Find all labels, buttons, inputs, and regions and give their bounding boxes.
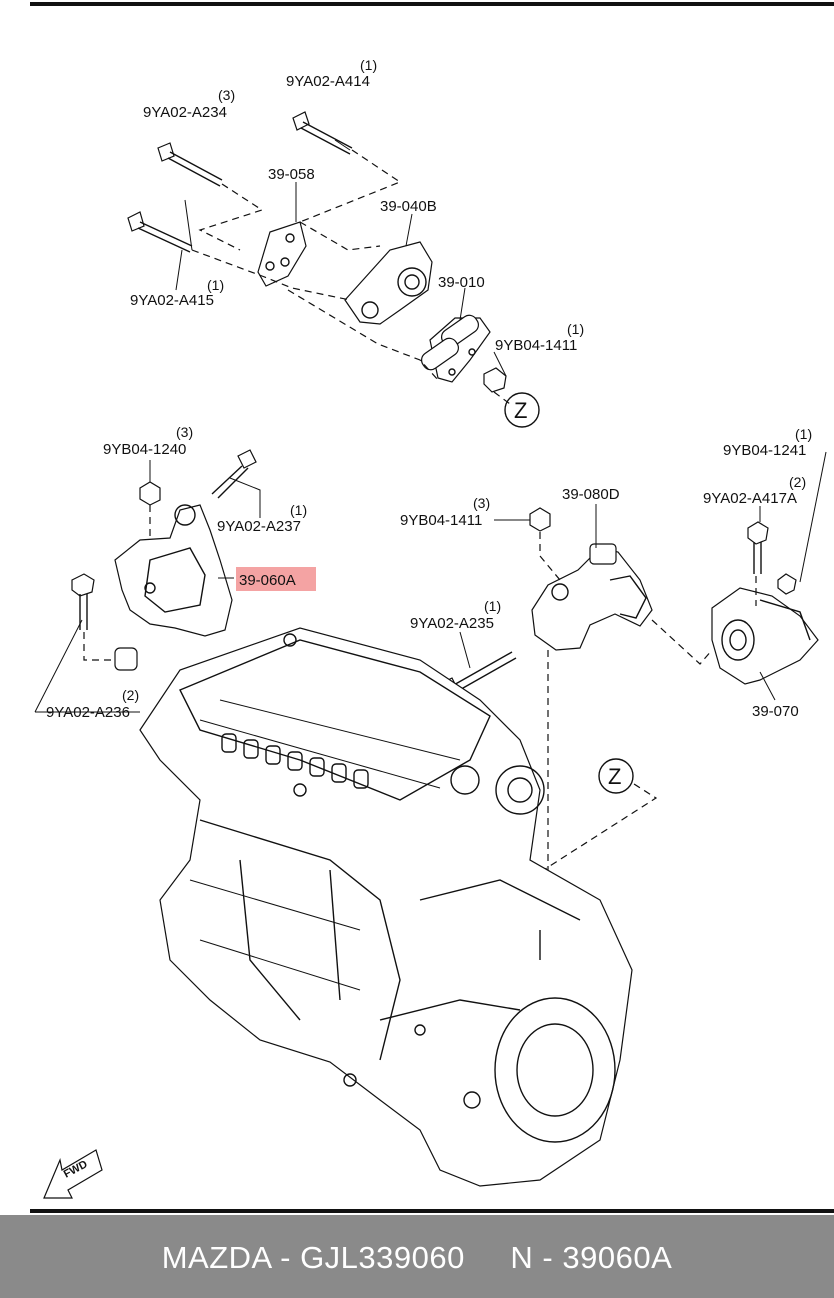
ref-marker-z-mid-label: Z [608,764,621,789]
ref-marker-z-top [504,392,540,428]
ref-marker-z-top-label: Z [514,398,527,423]
nut-9yb04-1411-top [483,367,507,393]
label-9yb04-1411-top-qty: (1) [567,321,584,337]
bolt-9ya02-a414 [292,111,353,155]
top-mount-assembly: Z [127,111,540,428]
label-39-080d: 39-080D [562,486,620,503]
label-9ya02-a415: 9YA02-A415 [130,292,214,309]
label-39-060a: 39-060A [239,572,296,589]
label-9ya02-a235: 9YA02-A235 [410,615,494,632]
bolt-9ya02-a234 [157,142,223,187]
label-9ya02-a417a-qty: (2) [789,474,806,490]
label-39-040b: 39-040B [380,198,437,215]
label-9yb04-1241-qty: (1) [795,426,812,442]
mount-39-040b [344,241,433,325]
part-labels: (1) 9YA02-A414 (3) 9YA02-A234 39-058 39-… [46,57,812,721]
label-9yb04-1411-mid-qty: (3) [473,495,490,511]
label-9ya02-a234-qty: (3) [218,87,235,103]
bracket-39-058 [257,221,307,287]
engine-mount-diagram: Z [34,57,827,1199]
intake-ports [221,733,369,789]
mount-39-060a [114,504,233,671]
mount-39-070 [711,587,819,685]
label-9yb04-1240: 9YB04-1240 [103,441,186,458]
label-9yb04-1241: 9YB04-1241 [723,442,806,459]
bolt-9ya02-a417a [747,521,769,574]
label-9ya02-a417a: 9YA02-A417A [703,490,797,507]
label-9ya02-a414-qty: (1) [360,57,377,73]
nut-9yb04-1240 [139,481,161,506]
footer-bar [0,1215,834,1298]
label-39-058: 39-058 [268,166,315,183]
bracket-39-010 [420,314,491,383]
right-mount-assembly: Z [439,507,819,913]
label-9ya02-a234: 9YA02-A234 [143,104,227,121]
highlight-39-060a [236,567,316,591]
label-9yb04-1411-mid: 9YB04-1411 [400,512,482,529]
ref-marker-z-mid [598,758,634,794]
bolt-9ya02-a237 [211,449,257,499]
label-9ya02-a237-qty: (1) [290,502,307,518]
engine-transaxle [139,627,633,1187]
nut-9yb04-1241 [777,573,797,595]
bolt-9ya02-a415 [127,211,193,253]
leader-lines [34,182,827,713]
label-39-010: 39-010 [438,274,485,291]
bracket-39-080d [531,543,653,651]
top-border [30,2,834,6]
footer-part-number: MAZDA - GJL339060 N - 39060A [161,1240,673,1275]
label-9yb04-1240-qty: (3) [176,424,193,440]
fwd-arrow-icon: FWD [43,1149,103,1199]
label-9ya02-a237: 9YA02-A237 [217,518,301,535]
nut-9yb04-1411-mid [529,507,551,532]
label-39-070: 39-070 [752,703,799,720]
label-9ya02-a415-qty: (1) [207,277,224,293]
label-9ya02-a414: 9YA02-A414 [286,73,370,90]
label-9ya02-a236: 9YA02-A236 [46,704,130,721]
label-9ya02-a235-qty: (1) [484,598,501,614]
label-9yb04-1411-top: 9YB04-1411 [495,337,577,354]
bolt-9ya02-a236 [71,573,95,630]
footer-border [30,1209,834,1213]
label-9ya02-a236-qty: (2) [122,687,139,703]
